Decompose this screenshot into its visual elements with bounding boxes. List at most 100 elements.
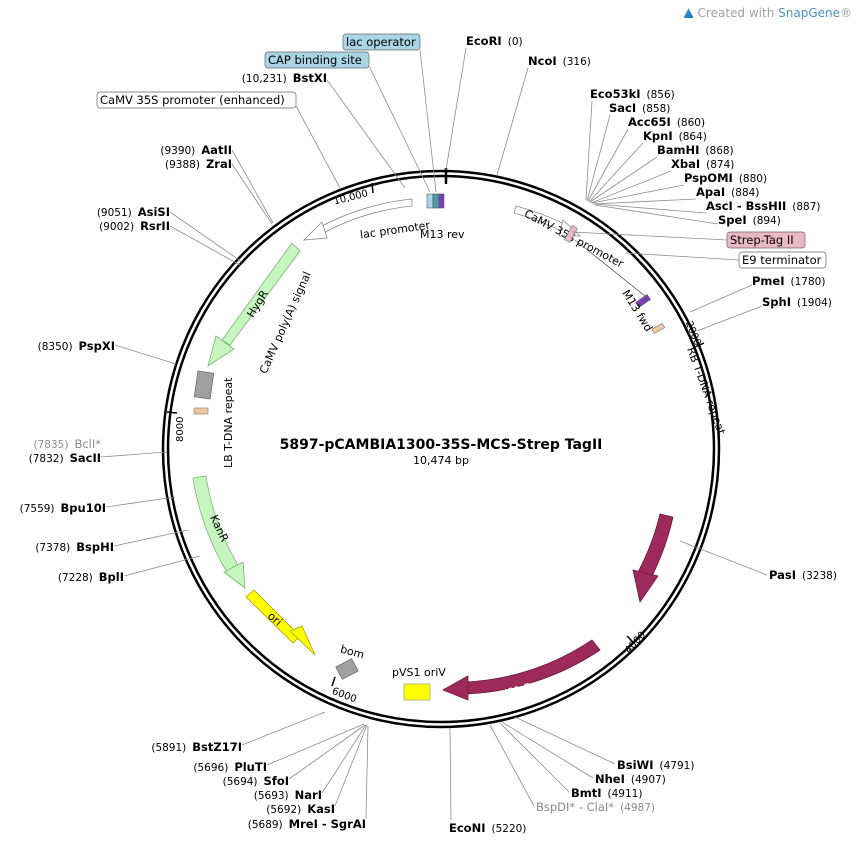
site-bsphi[interactable]: (7378)BspHI	[35, 529, 189, 554]
strep-tag-ii-feature[interactable]	[563, 225, 579, 243]
lac-operator-box-label: lac operator	[346, 35, 416, 49]
bom-label: bom	[339, 643, 366, 662]
svg-text:(7832)SacII: (7832)SacII	[29, 451, 101, 465]
plasmid-name: 5897-pCAMBIA1300-35S-MCS-Strep TagII	[280, 437, 603, 453]
pvs1-oriv-feature[interactable]	[403, 683, 431, 701]
tick-6000-mark	[331, 676, 336, 687]
m13-fwd-label: M13 fwd	[619, 288, 655, 334]
ori-feature[interactable]	[245, 589, 301, 644]
svg-text:EcoNI(5220): EcoNI(5220)	[449, 821, 526, 835]
site-bspdi-clai[interactable]: BspDI* - ClaI*(4987)	[489, 724, 655, 814]
tick-4000-mark	[626, 635, 635, 644]
svg-text:PmeI(1780): PmeI(1780)	[752, 274, 825, 288]
e9-terminator-box-label: E9 terminator	[742, 253, 822, 267]
mcs-leader-lines	[585, 100, 719, 225]
camv-35s-promoter-label: CaMV 35S promoter	[522, 207, 626, 271]
hygr-feature[interactable]	[221, 242, 301, 346]
site-asisi[interactable]: (9051)AsiSI	[97, 205, 243, 263]
site-pspxi[interactable]: (8350)PspXI	[38, 339, 177, 365]
site-ecori[interactable]: EcoRI(0)	[445, 34, 523, 171]
e9-terminator-leader	[625, 252, 740, 261]
svg-text:NcoI(316): NcoI(316)	[528, 54, 591, 68]
site-kpni[interactable]: KpnI(864)	[643, 129, 707, 143]
site-bmti[interactable]: BmtI(4911)	[499, 722, 642, 800]
rb-t-dna-repeat-label: RB T-DNA repeat	[684, 345, 728, 436]
site-pluti[interactable]: (5696)PluTI	[193, 723, 365, 774]
m13-rev-feature[interactable]	[438, 193, 445, 209]
site-spei[interactable]: SpeI(894)	[718, 213, 781, 227]
site-saci[interactable]: SacI(858)	[609, 101, 670, 115]
site-nhei[interactable]: NheI(4907)	[501, 721, 666, 786]
restriction-sites: EcoRI(0) NcoI(316) Eco53kI(856) SacI(858…	[20, 34, 837, 835]
tick-8000: 8000	[175, 417, 186, 442]
tick-8000-mark	[166, 411, 178, 414]
pvs1-oriv-label: pVS1 oriV	[392, 666, 446, 679]
svg-text:PasI(3238): PasI(3238)	[769, 568, 837, 582]
site-kasi[interactable]: (5692)KasI	[266, 724, 368, 816]
site-acc65i[interactable]: Acc65I(860)	[628, 115, 705, 129]
snapgene-logo-icon	[683, 8, 694, 18]
svg-text:EcoRI(0): EcoRI(0)	[466, 34, 523, 48]
tick-4000: 4000	[623, 630, 648, 656]
site-nari[interactable]: (5693)NarI	[254, 724, 367, 802]
site-bsiwi[interactable]: BsiWI(4791)	[514, 716, 694, 772]
site-econi[interactable]: EcoNI(5220)	[449, 727, 526, 835]
svg-text:PspOMI(880): PspOMI(880)	[684, 171, 767, 185]
svg-text:XbaI(874): XbaI(874)	[671, 157, 734, 171]
site-aatii[interactable]: (9390)AatII	[160, 143, 274, 224]
site-bpli[interactable]: (7228)BplI	[58, 555, 201, 584]
site-sacii[interactable]: (7832)SacII	[29, 451, 168, 465]
bom-feature[interactable]	[335, 658, 359, 680]
site-bstz17i[interactable]: (5891)BstZ17I	[151, 711, 326, 754]
site-mrei-sgrai[interactable]: (5689)MreI - SgrAI	[248, 725, 369, 831]
site-bamhi[interactable]: BamHI(868)	[657, 143, 734, 157]
camv-polya-feature[interactable]	[193, 370, 215, 400]
site-bpu10i[interactable]: (7559)Bpu10I	[20, 496, 176, 515]
cap-binding-site-feature[interactable]	[426, 193, 434, 209]
svg-text:(7835)BclI*: (7835)BclI*	[34, 437, 102, 451]
svg-text:(8350)PspXI: (8350)PspXI	[38, 339, 115, 353]
backbone-outer-strand	[161, 169, 721, 729]
camv-35s-enhanced-box[interactable]	[96, 91, 297, 109]
site-asci-bsshii[interactable]: AscI - BssHII(887)	[706, 199, 821, 213]
m13-fwd-feature[interactable]	[635, 294, 651, 308]
svg-text:SpeI(894): SpeI(894)	[718, 213, 781, 227]
site-eco53ki[interactable]: Eco53kI(856)	[590, 87, 675, 101]
site-sfoi[interactable]: (5694)SfoI	[223, 724, 366, 788]
svg-text:SacI(858): SacI(858)	[609, 101, 670, 115]
cap-binding-site-box-label: CAP binding site	[268, 53, 362, 67]
site-ncoi[interactable]: NcoI(316)	[496, 54, 591, 176]
tick-10000-mark	[371, 182, 374, 194]
svg-text:BmtI(4911): BmtI(4911)	[571, 786, 642, 800]
plasmid-size: 10,474 bp	[413, 454, 469, 467]
svg-text:(7228)BplI: (7228)BplI	[58, 570, 124, 584]
site-sphi[interactable]: SphI(1904)	[696, 295, 832, 332]
lac-operator-feature[interactable]	[432, 193, 440, 209]
site-pasi[interactable]: PasI(3238)	[679, 540, 837, 582]
ori-arrowhead	[289, 625, 316, 656]
kanr-arrowhead	[223, 561, 246, 589]
site-bcli[interactable]: (7835)BclI*	[34, 437, 102, 451]
lac-promoter-arrowhead	[302, 221, 328, 241]
hygr-arrowhead	[207, 335, 235, 367]
site-zrai[interactable]: (9388)ZraI	[165, 157, 273, 225]
svg-text:(5694)SfoI: (5694)SfoI	[223, 774, 289, 788]
svg-text:BspDI* - ClaI*(4987): BspDI* - ClaI*(4987)	[536, 800, 655, 814]
svg-text:Acc65I(860): Acc65I(860)	[628, 115, 705, 129]
site-apai[interactable]: ApaI(884)	[696, 185, 759, 199]
tick-2000: 2000	[683, 320, 703, 348]
site-xbai[interactable]: XbaI(874)	[671, 157, 734, 171]
lac-operator-box[interactable]	[342, 33, 421, 51]
cap-binding-site-box[interactable]	[264, 51, 370, 69]
pvs1-staa-feature[interactable]	[637, 513, 674, 579]
site-pmei[interactable]: PmeI(1780)	[689, 274, 825, 313]
svg-text:(7559)Bpu10I: (7559)Bpu10I	[20, 501, 106, 515]
svg-text:(9002)RsrII: (9002)RsrII	[99, 219, 170, 233]
site-bstxi[interactable]: (10,231)BstXI	[242, 71, 406, 189]
svg-text:Eco53kI(856): Eco53kI(856)	[590, 87, 675, 101]
site-pspomi[interactable]: PspOMI(880)	[684, 171, 767, 185]
site-rsrii[interactable]: (9002)RsrII	[99, 219, 241, 266]
camv-35s-enhanced-box-label: CaMV 35S promoter (enhanced)	[100, 93, 285, 107]
lb-t-dna-repeat-feature[interactable]	[193, 407, 209, 415]
rb-t-dna-repeat-feature[interactable]	[651, 322, 666, 335]
